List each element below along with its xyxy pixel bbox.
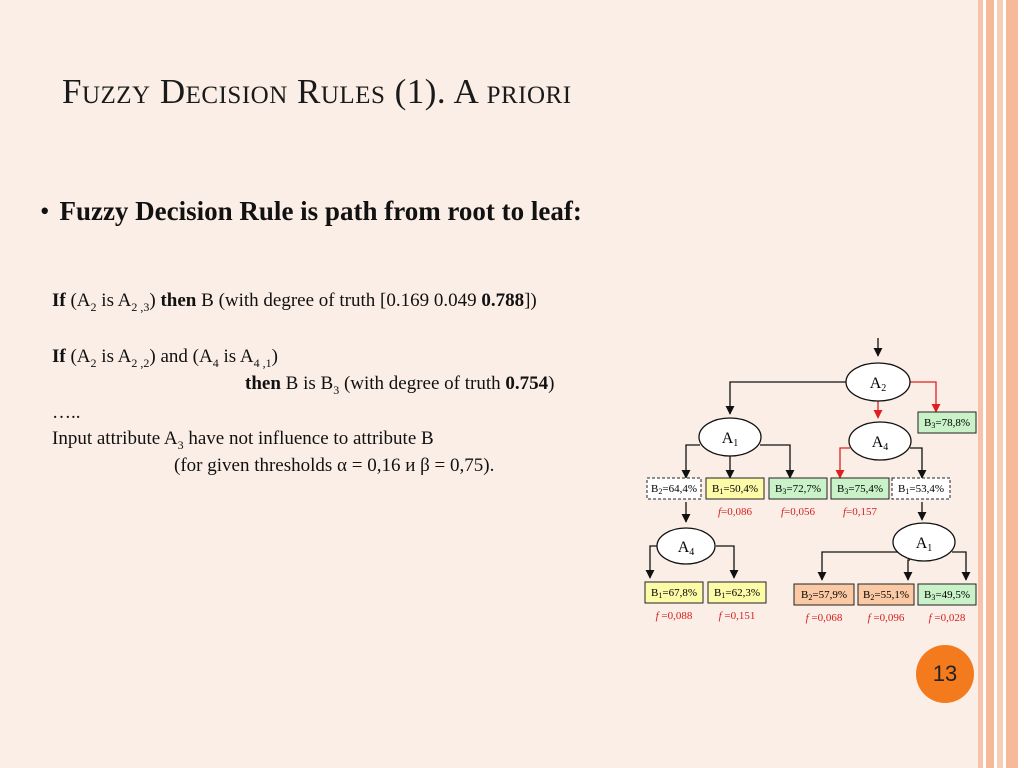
decor-stripe: [978, 0, 983, 768]
leaf-b3-78-label: B3=78,8%: [924, 417, 970, 430]
node-root: A2: [845, 362, 911, 402]
node-a1-left: A1: [698, 417, 762, 457]
decision-tree-diagram: A2 A1 A4 A4 A1 B3=78,8% B2=64,4% B1=50,4% f…: [644, 338, 977, 624]
leaf-b3-49: B3=49,5% f =0,028: [917, 583, 977, 624]
leaf-b1-50-label: B1=50,4%: [712, 483, 758, 496]
leaf-b3-72: B3=72,7% f=0,056: [768, 477, 828, 518]
leaf-b1-62-label: B1=62,3%: [714, 587, 760, 600]
edge-lower-a1-to-b3-49: [952, 551, 971, 581]
leaf-b2-64-label: B2=64,4%: [651, 483, 697, 496]
svg-text:A4: A4: [678, 539, 695, 558]
leaf-b2-55-label: B2=55,1%: [863, 589, 909, 602]
node-a1-lower: A1: [892, 522, 956, 562]
rule-1: If (A2 is A2 ,3) then B (with degree of …: [52, 290, 537, 314]
leaf-b3-72-f-value: f=0,056: [781, 506, 816, 518]
leaf-b1-62: B1=62,3% f =0,151: [707, 581, 767, 622]
svg-text:A4: A4: [872, 434, 889, 453]
decor-stripe: [986, 0, 994, 768]
bullet-text: Fuzzy Decision Rule is path from root to…: [59, 196, 582, 226]
note-line-1: Input attribute A3 have not influence to…: [52, 428, 434, 452]
leaf-b1-50: B1=50,4% f=0,086: [705, 477, 765, 518]
leaf-b2-64: B2=64,4%: [646, 477, 702, 500]
svg-text:A1: A1: [916, 535, 933, 554]
note-line-2: (for given thresholds α = 0,16 и β = 0,7…: [174, 455, 495, 476]
leaf-b3-72-label: B3=72,7%: [775, 483, 821, 496]
node-a4-lower: A4: [656, 527, 716, 565]
leaf-b3-49-f-value: f =0,028: [929, 612, 966, 624]
node-a4-right: A4: [848, 421, 912, 461]
leaf-b1-67: B1=67,8% f =0,088: [644, 581, 704, 622]
leaf-b1-53: B1=53,4%: [891, 477, 951, 500]
decor-stripe: [997, 0, 1003, 768]
svg-text:A1: A1: [722, 430, 739, 449]
edge-root-to-b3-78: [910, 381, 941, 413]
leaf-b3-49-label: B3=49,5%: [924, 589, 970, 602]
leaf-b1-67-label: B1=67,8%: [651, 587, 697, 600]
leaf-b1-53-label: B1=53,4%: [898, 483, 944, 496]
edge-lower-a1-to-b2-55: [903, 559, 913, 581]
rule-2-conclusion: then B is B3 (with degree of truth 0.754…: [245, 373, 555, 397]
leaf-b2-57-f-value: f =0,068: [806, 612, 843, 624]
leaf-b1-50-f-value: f=0,086: [718, 506, 753, 518]
tree-edges: [645, 338, 971, 581]
leaf-b2-57-label: B2=57,9%: [801, 589, 847, 602]
leaf-b2-55: B2=55,1% f =0,096: [857, 583, 915, 624]
bullet-point: • Fuzzy Decision Rule is path from root t…: [40, 196, 582, 227]
edge-a4-to-b1-53: [910, 447, 927, 479]
leaf-b1-62-f-value: f =0,151: [719, 610, 756, 622]
leaf-b2-55-f-value: f =0,096: [868, 612, 905, 624]
slide-background: [0, 0, 978, 768]
bullet-icon: •: [40, 196, 50, 226]
decor-stripe: [1006, 0, 1018, 768]
slide-title: Fuzzy Decision Rules (1). A priori: [62, 72, 572, 111]
leaf-b1-67-f-value: f =0,088: [656, 610, 693, 622]
leaf-b2-57: B2=57,9% f =0,068: [793, 583, 855, 624]
leaf-b3-75: B3=75,4% f=0,157: [830, 477, 890, 518]
edge-lower-a1-to-b2-57: [817, 551, 902, 581]
edge-root-to-a1: [725, 381, 846, 415]
leaf-b3-75-label: B3=75,4%: [837, 483, 883, 496]
edge-lower-a4-to-b1-67: [645, 545, 658, 579]
edge-lower-a4-to-b1-62: [716, 545, 739, 579]
edge-a1-to-b2-64: [681, 444, 700, 479]
edge-a1-to-b3-72: [760, 444, 795, 479]
edge-a4-to-b3-75: [835, 447, 850, 479]
leaf-b3-75-f-value: f=0,157: [843, 506, 878, 518]
leaf-layer: B3=78,8% B2=64,4% B1=50,4% f=0,086 B3=72,7% f…: [644, 411, 977, 624]
svg-text:A2: A2: [870, 375, 887, 394]
leaf-b3-78: B3=78,8%: [917, 411, 977, 434]
page-number-badge: 13: [916, 645, 974, 703]
rule-2-condition: If (A2 is A2 ,2) and (A4 is A4 ,1): [52, 346, 278, 370]
ellipsis: …..: [52, 402, 81, 423]
